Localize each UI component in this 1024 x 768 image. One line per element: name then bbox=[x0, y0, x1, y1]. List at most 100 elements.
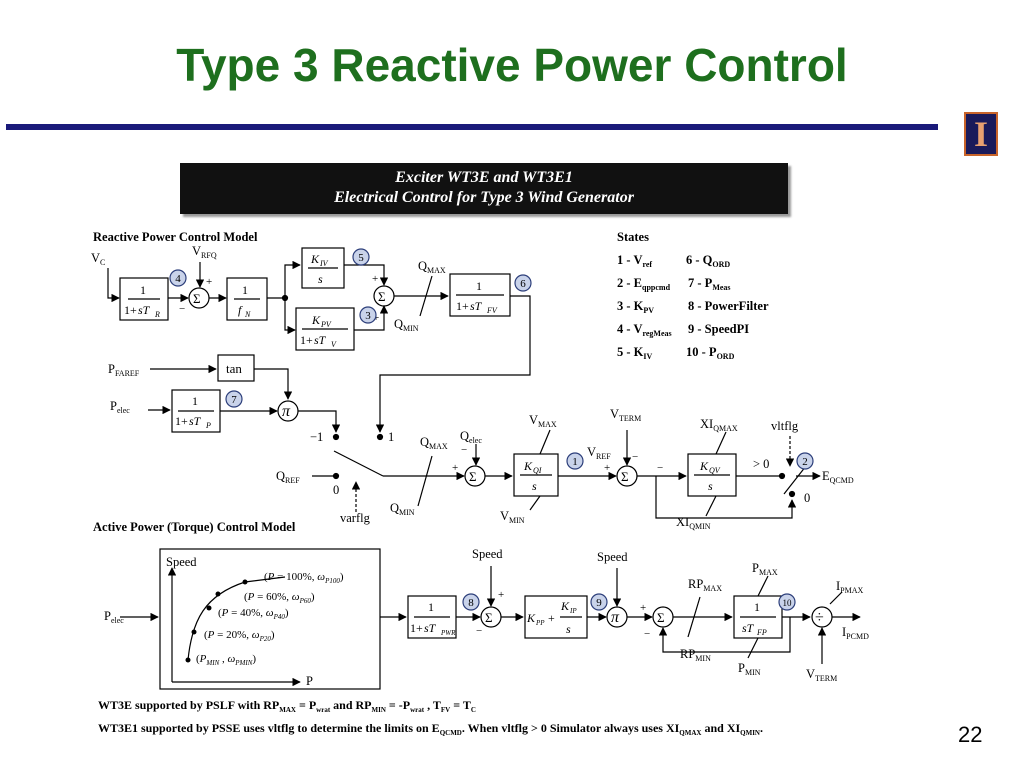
qref-label: QREF bbox=[276, 469, 300, 485]
svg-text:P: P bbox=[205, 421, 211, 430]
svg-text:−: − bbox=[644, 628, 650, 640]
state-8: 8 - PowerFilter bbox=[688, 299, 769, 313]
vc-label: VC bbox=[91, 251, 105, 267]
vrfq-label: VRFQ bbox=[192, 244, 217, 260]
svg-text:+: + bbox=[373, 312, 379, 324]
vmin-label: VMIN bbox=[500, 509, 525, 525]
zero-label: 0 bbox=[804, 491, 810, 505]
qmax-label-1: QMAX bbox=[418, 259, 446, 275]
header-line-1: Exciter WT3E and WT3E1 bbox=[395, 169, 573, 186]
tan-block-label: tan bbox=[226, 361, 242, 376]
svg-text:QI: QI bbox=[533, 466, 542, 475]
state-badge-number: 1 bbox=[572, 456, 578, 468]
curve-label-20: (P = 20%, ωP20) bbox=[204, 629, 275, 643]
svg-text:1: 1 bbox=[192, 394, 198, 408]
svg-text:f: f bbox=[238, 303, 243, 317]
curve-p-axis: P bbox=[306, 674, 313, 688]
svg-text:IV: IV bbox=[319, 259, 329, 268]
qmin-label-1: QMIN bbox=[394, 317, 419, 333]
sum-3: Σ bbox=[469, 469, 477, 484]
svg-text:PP: PP bbox=[535, 619, 545, 627]
svg-text:1: 1 bbox=[754, 600, 760, 614]
svg-text:QV: QV bbox=[709, 466, 721, 475]
state-badge-9 bbox=[590, 593, 608, 611]
svg-text:K: K bbox=[699, 459, 709, 473]
svg-text:s: s bbox=[532, 479, 537, 493]
title-rule bbox=[6, 124, 938, 130]
svg-text:1+: 1+ bbox=[124, 303, 137, 317]
svg-text:+: + bbox=[548, 611, 555, 625]
svg-text:K: K bbox=[311, 313, 321, 327]
rpmin-label: RPMIN bbox=[680, 647, 711, 663]
svg-text:+: + bbox=[206, 276, 212, 288]
varflg-label: varflg bbox=[340, 511, 371, 525]
switch-minus-one: −1 bbox=[310, 430, 323, 444]
university-logo: I bbox=[964, 112, 998, 156]
svg-text:+: + bbox=[640, 602, 646, 614]
state-badge-2 bbox=[796, 452, 814, 470]
svg-text:FV: FV bbox=[486, 306, 498, 315]
state-badge-number: 9 bbox=[596, 597, 602, 609]
vltflg-label: vltflg bbox=[771, 419, 799, 433]
switch-one: 1 bbox=[388, 430, 394, 444]
svg-text:sT: sT bbox=[189, 414, 202, 428]
svg-text:−: − bbox=[657, 462, 663, 474]
svg-text:1: 1 bbox=[140, 283, 146, 297]
active-model-title: Active Power (Torque) Control Model bbox=[93, 520, 296, 534]
pi-multiplier-1: π bbox=[282, 403, 291, 420]
sum-4: Σ bbox=[621, 469, 629, 484]
slide-title: Type 3 Reactive Power Control bbox=[176, 39, 848, 91]
svg-text:s: s bbox=[566, 622, 571, 636]
vmax-label: VMAX bbox=[529, 413, 557, 429]
state-1: 1 - Vref bbox=[617, 253, 652, 269]
svg-text:V: V bbox=[331, 340, 337, 349]
svg-text:PV: PV bbox=[320, 320, 332, 329]
state-badge-7 bbox=[225, 390, 243, 408]
curve-label-100: (P = 100%, ωP100) bbox=[264, 571, 344, 585]
rpmax-label: RPMAX bbox=[688, 577, 722, 593]
state-badge-number: 10 bbox=[783, 598, 793, 608]
state-badge-number: 5 bbox=[358, 252, 364, 264]
state-2: 2 - Eqppcmd bbox=[617, 276, 671, 292]
state-badge-6 bbox=[514, 274, 532, 292]
curve-label-40: (P = 40%, ωP40) bbox=[218, 607, 289, 621]
svg-text:s: s bbox=[318, 272, 323, 286]
state-6: 6 - QORD bbox=[686, 253, 730, 269]
svg-text:K: K bbox=[523, 459, 533, 473]
page-number: 22 bbox=[958, 722, 983, 747]
state-4: 4 - VregMeas bbox=[617, 322, 672, 338]
pi-multiplier-2: π bbox=[611, 609, 620, 626]
sum-1: Σ bbox=[193, 291, 201, 306]
svg-text:sT: sT bbox=[424, 621, 437, 635]
footnote-wt3e: WT3E supported by PSLF with RPMAX = Pwra… bbox=[98, 698, 476, 714]
header-line-2: Electrical Control for Type 3 Wind Gener… bbox=[334, 189, 634, 206]
xiqmin-label: XIQMIN bbox=[676, 515, 711, 531]
svg-text:K: K bbox=[560, 599, 570, 613]
pmin-label: PMIN bbox=[738, 661, 761, 677]
vterm-label-2: VTERM bbox=[806, 667, 837, 683]
sum-2: Σ bbox=[378, 289, 386, 304]
divider-block: ÷ bbox=[815, 609, 824, 626]
svg-text:K: K bbox=[310, 252, 320, 266]
state-badge-3 bbox=[359, 306, 377, 324]
state-badge-1 bbox=[566, 452, 584, 470]
svg-text:s: s bbox=[708, 479, 713, 493]
svg-text:1: 1 bbox=[428, 600, 434, 614]
state-10: 10 - PORD bbox=[686, 345, 735, 361]
svg-text:sT: sT bbox=[470, 299, 483, 313]
svg-text:sT: sT bbox=[314, 333, 327, 347]
svg-text:K: K bbox=[526, 611, 536, 625]
speed-label-2: Speed bbox=[597, 550, 628, 564]
footnote-wt3e1: WT3E1 supported by PSSE uses vltflg to d… bbox=[98, 721, 763, 737]
svg-text:1+: 1+ bbox=[175, 414, 188, 428]
speed-label-1: Speed bbox=[472, 547, 503, 561]
xiqmax-label: XIQMAX bbox=[700, 417, 738, 433]
state-badge-5 bbox=[352, 248, 370, 266]
curve-speed-axis: Speed bbox=[166, 555, 197, 569]
state-badge-4 bbox=[169, 269, 187, 287]
svg-text:sT: sT bbox=[742, 621, 755, 635]
svg-text:sT: sT bbox=[138, 303, 151, 317]
svg-text:FP: FP bbox=[756, 628, 767, 637]
qmin-label-2: QMIN bbox=[390, 501, 415, 517]
